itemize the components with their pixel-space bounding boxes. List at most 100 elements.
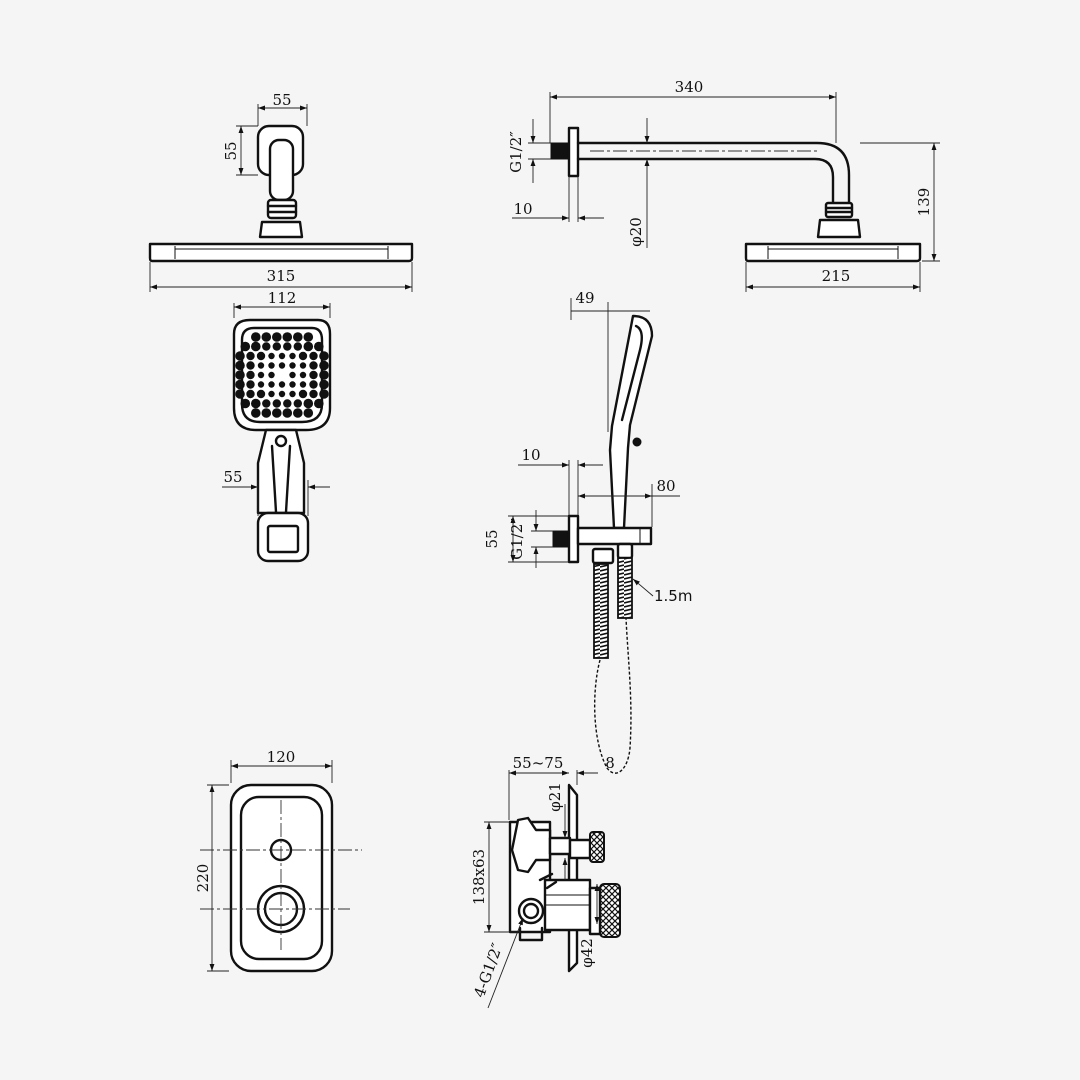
spray-nozzle: [256, 389, 266, 399]
dim-handle-width: 55: [223, 468, 242, 486]
spray-nozzle: [298, 351, 308, 361]
dim-outlet-diameter: φ21: [546, 782, 564, 812]
spray-nozzle: [261, 332, 272, 342]
spray-nozzle: [272, 399, 281, 408]
spray-nozzle: [262, 342, 271, 351]
spray-nozzle: [303, 332, 314, 342]
spray-nozzle: [314, 398, 324, 409]
cover-plate: [229, 783, 334, 973]
holder-flange: [567, 514, 580, 564]
hand-shower-front-view: 112 55: [222, 289, 332, 563]
spray-nozzle: [268, 352, 275, 360]
dim-holder-thread: G1/2″: [508, 518, 526, 560]
spray-nozzle: [257, 371, 265, 379]
spray-nozzle: [268, 390, 275, 398]
spray-nozzle: [314, 341, 324, 352]
dim-head-arm-height: 55: [222, 141, 240, 160]
dim-plate-height: 220: [194, 864, 212, 893]
spray-nozzle: [319, 360, 329, 371]
spray-nozzle: [235, 360, 245, 371]
spray-nozzle: [268, 381, 275, 388]
hand-shower-side-view: 1.5m 49 10 80 55 G1/2″: [483, 289, 692, 774]
spray-nozzle: [235, 379, 245, 390]
hose-right-section: [617, 557, 633, 619]
spray-nozzle: [261, 408, 272, 418]
spray-nozzle: [251, 408, 261, 418]
spray-nozzle: [251, 341, 261, 352]
spray-nozzle: [309, 380, 318, 389]
head-side-body: [744, 242, 922, 263]
dim-plate-width: 120: [267, 748, 296, 766]
mixer-plate-front-view: 120 220: [194, 748, 362, 973]
spray-nozzle: [235, 370, 245, 380]
spray-nozzle: [309, 389, 318, 399]
spray-nozzle: [251, 398, 261, 409]
outlet-ring: [517, 897, 545, 925]
spray-nozzle: [268, 371, 275, 379]
dim-wall-depth: 55~75: [513, 754, 564, 772]
spray-nozzle: [293, 408, 303, 418]
spray-nozzle: [246, 380, 255, 389]
shower-arm-side-view: 340 G1/2″ 10 φ20 139 215: [507, 78, 940, 292]
spray-nozzle: [309, 351, 318, 361]
spray-nozzle: [309, 361, 318, 370]
mixer-valve-side-view: 55~75 8 φ21 138x63 φ42 4-G1/2″: [470, 754, 621, 1009]
head-body: [148, 242, 414, 263]
dim-connections: 4-G1/2″: [470, 940, 506, 999]
spray-nozzle: [278, 390, 286, 398]
spray-nozzle: [289, 352, 296, 360]
shower-head-front-view: 55 55 315: [148, 91, 414, 292]
shower-arm: [576, 141, 851, 207]
spray-nozzle: [268, 362, 275, 369]
spray-nozzle: [303, 341, 314, 352]
hand-shower-handle: [256, 428, 306, 515]
dim-knob-diameter: φ42: [578, 938, 596, 968]
spray-nozzle: [283, 399, 292, 408]
spray-nozzle: [246, 361, 255, 370]
wall-flange: [567, 126, 580, 178]
spray-nozzle: [283, 342, 292, 351]
spray-nozzle: [240, 341, 251, 352]
dim-drop-height: 139: [915, 188, 933, 217]
spray-nozzle: [289, 371, 296, 379]
spray-nozzle: [272, 408, 282, 418]
dim-arm-length: 340: [675, 78, 704, 96]
head-collar: [258, 220, 304, 239]
dim-box-size: 138x63: [470, 849, 488, 905]
dim-holder-flange: 10: [521, 446, 540, 464]
spray-nozzle: [278, 352, 286, 360]
dim-head-depth: 215: [822, 267, 851, 285]
spray-nozzle: [246, 389, 255, 399]
hose-left-section: [593, 563, 609, 659]
spray-nozzle: [257, 381, 265, 388]
dim-arm-flange: 10: [513, 200, 532, 218]
spray-nozzle: [240, 398, 251, 409]
spray-nozzle: [282, 408, 293, 418]
dim-head-arm-width: 55: [272, 91, 291, 109]
swivel-nut: [266, 198, 298, 220]
spray-nozzle: [299, 381, 307, 388]
inlet-thread: [550, 142, 570, 160]
spray-nozzle: [262, 399, 271, 408]
mode-button: [274, 434, 288, 448]
holder-arm: [576, 526, 653, 546]
dim-hand-width: 112: [268, 289, 297, 307]
spray-nozzle: [319, 370, 329, 380]
spray-nozzle: [282, 332, 293, 342]
plate-side: [567, 783, 579, 973]
spray-nozzle: [289, 381, 296, 388]
spray-nozzle: [278, 381, 286, 388]
spray-nozzle: [319, 351, 329, 361]
dim-plate-gap: 8: [605, 754, 615, 772]
spray-nozzle: [257, 362, 265, 369]
arm-nut: [824, 201, 854, 219]
spray-nozzle: [235, 389, 245, 399]
spray-nozzle: [289, 390, 296, 398]
dim-head-width: 315: [267, 267, 296, 285]
spray-nozzle: [289, 362, 296, 369]
spray-nozzle: [246, 370, 255, 380]
spray-nozzle: [272, 342, 281, 351]
hand-shower-side: [608, 314, 654, 530]
hose-line: [594, 617, 632, 774]
